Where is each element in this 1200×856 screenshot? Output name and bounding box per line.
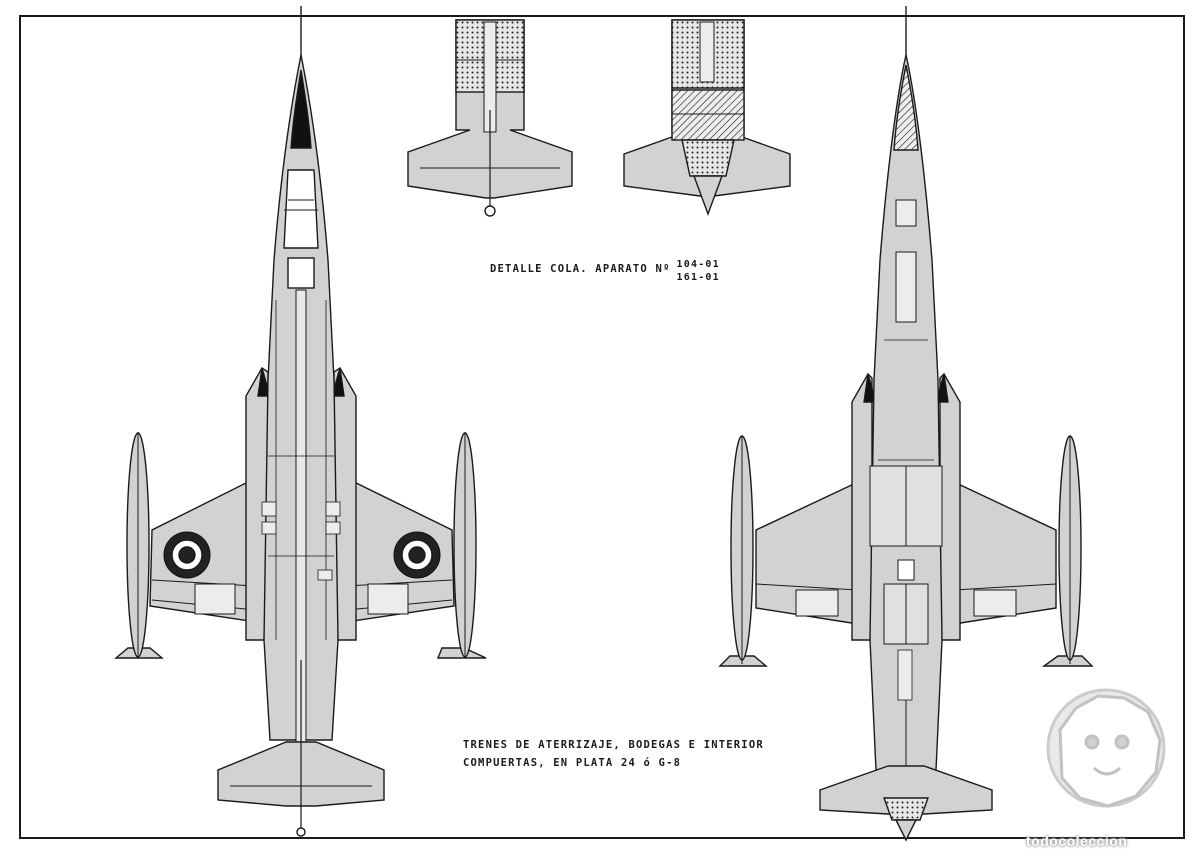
tail-detail-numbers: 104-01 161-01	[677, 258, 720, 284]
tail-detail-caption: DETALLE COLA. APARATO Nº 104-01 161-01	[490, 258, 720, 284]
right-tip-tank	[436, 432, 487, 659]
landing-gear-line-1: TRENES DE ATERRIZAJE, BODEGAS E INTERIOR	[463, 739, 764, 751]
aircraft-bottom-view	[718, 6, 1094, 842]
tail-number-1: 104-01	[676, 259, 720, 270]
tail-number-2: 161-01	[676, 272, 720, 283]
tail-detail-161-01	[623, 19, 791, 217]
lion-logo-icon	[1046, 688, 1166, 808]
aircraft-top-view	[114, 6, 487, 837]
landing-gear-caption: TRENES DE ATERRIZAJE, BODEGAS E INTERIOR…	[463, 736, 764, 772]
landing-gear-line-2: COMPUERTAS, EN PLATA 24 ó G-8	[463, 757, 682, 769]
sheet-border	[19, 15, 1185, 839]
roundel-icon	[163, 531, 211, 579]
tail-detail-104-01	[407, 19, 573, 217]
left-tip-tank	[114, 432, 164, 659]
tail-detail-label: DETALLE COLA. APARATO Nº	[490, 263, 671, 275]
roundel-icon	[393, 531, 441, 579]
watermark-text: todocoleccion	[1026, 833, 1128, 849]
